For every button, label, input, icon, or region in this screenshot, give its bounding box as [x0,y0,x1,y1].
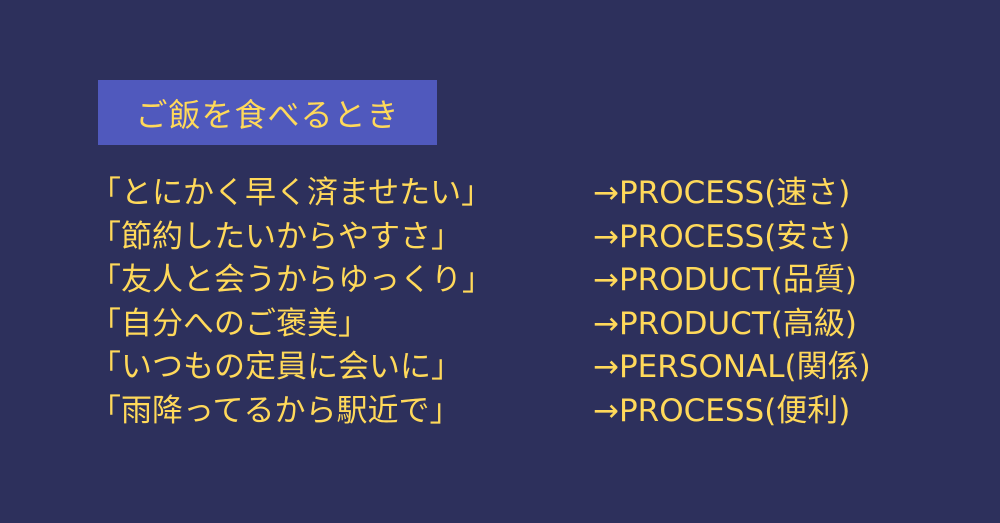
category-text: →PERSONAL(関係) [593,349,871,386]
list-item: 「友人と会うからゆっくり」 →PRODUCT(品質) [90,259,970,303]
reason-text: 「いつもの定員に会いに」 [90,349,462,386]
reason-text: 「雨降ってるから駅近で」 [90,392,461,429]
list-item: 「とにかく早く済ませたい」 →PROCESS(速さ) [90,172,970,216]
title: ご飯を食べるとき [135,95,400,134]
reason-list: 「とにかく早く済ませたい」 →PROCESS(速さ) 「節約したいからやすさ」 … [90,172,970,434]
reason-text: 「とにかく早く済ませたい」 [90,175,493,211]
category-text: →PROCESS(速さ) [593,175,851,211]
reason-text: 「節約したいからやすさ」 [90,218,462,255]
list-item: 「自分へのご褒美」 →PRODUCT(高級) [90,303,970,347]
list-item: 「節約したいからやすさ」 →PROCESS(安さ) [90,216,970,260]
list-item: 「雨降ってるから駅近で」 →PROCESS(便利) [90,390,970,434]
reason-text: 「友人と会うからゆっくり」 [90,262,493,299]
category-text: →PRODUCT(高級) [593,305,857,342]
title-box: ご飯を食べるとき [98,80,437,145]
category-text: →PROCESS(安さ) [593,218,851,255]
category-text: →PROCESS(便利) [593,392,851,429]
list-item: 「いつもの定員に会いに」 →PERSONAL(関係) [90,346,970,390]
category-text: →PRODUCT(品質) [593,262,857,299]
reason-text: 「自分へのご褒美」 [90,305,369,342]
